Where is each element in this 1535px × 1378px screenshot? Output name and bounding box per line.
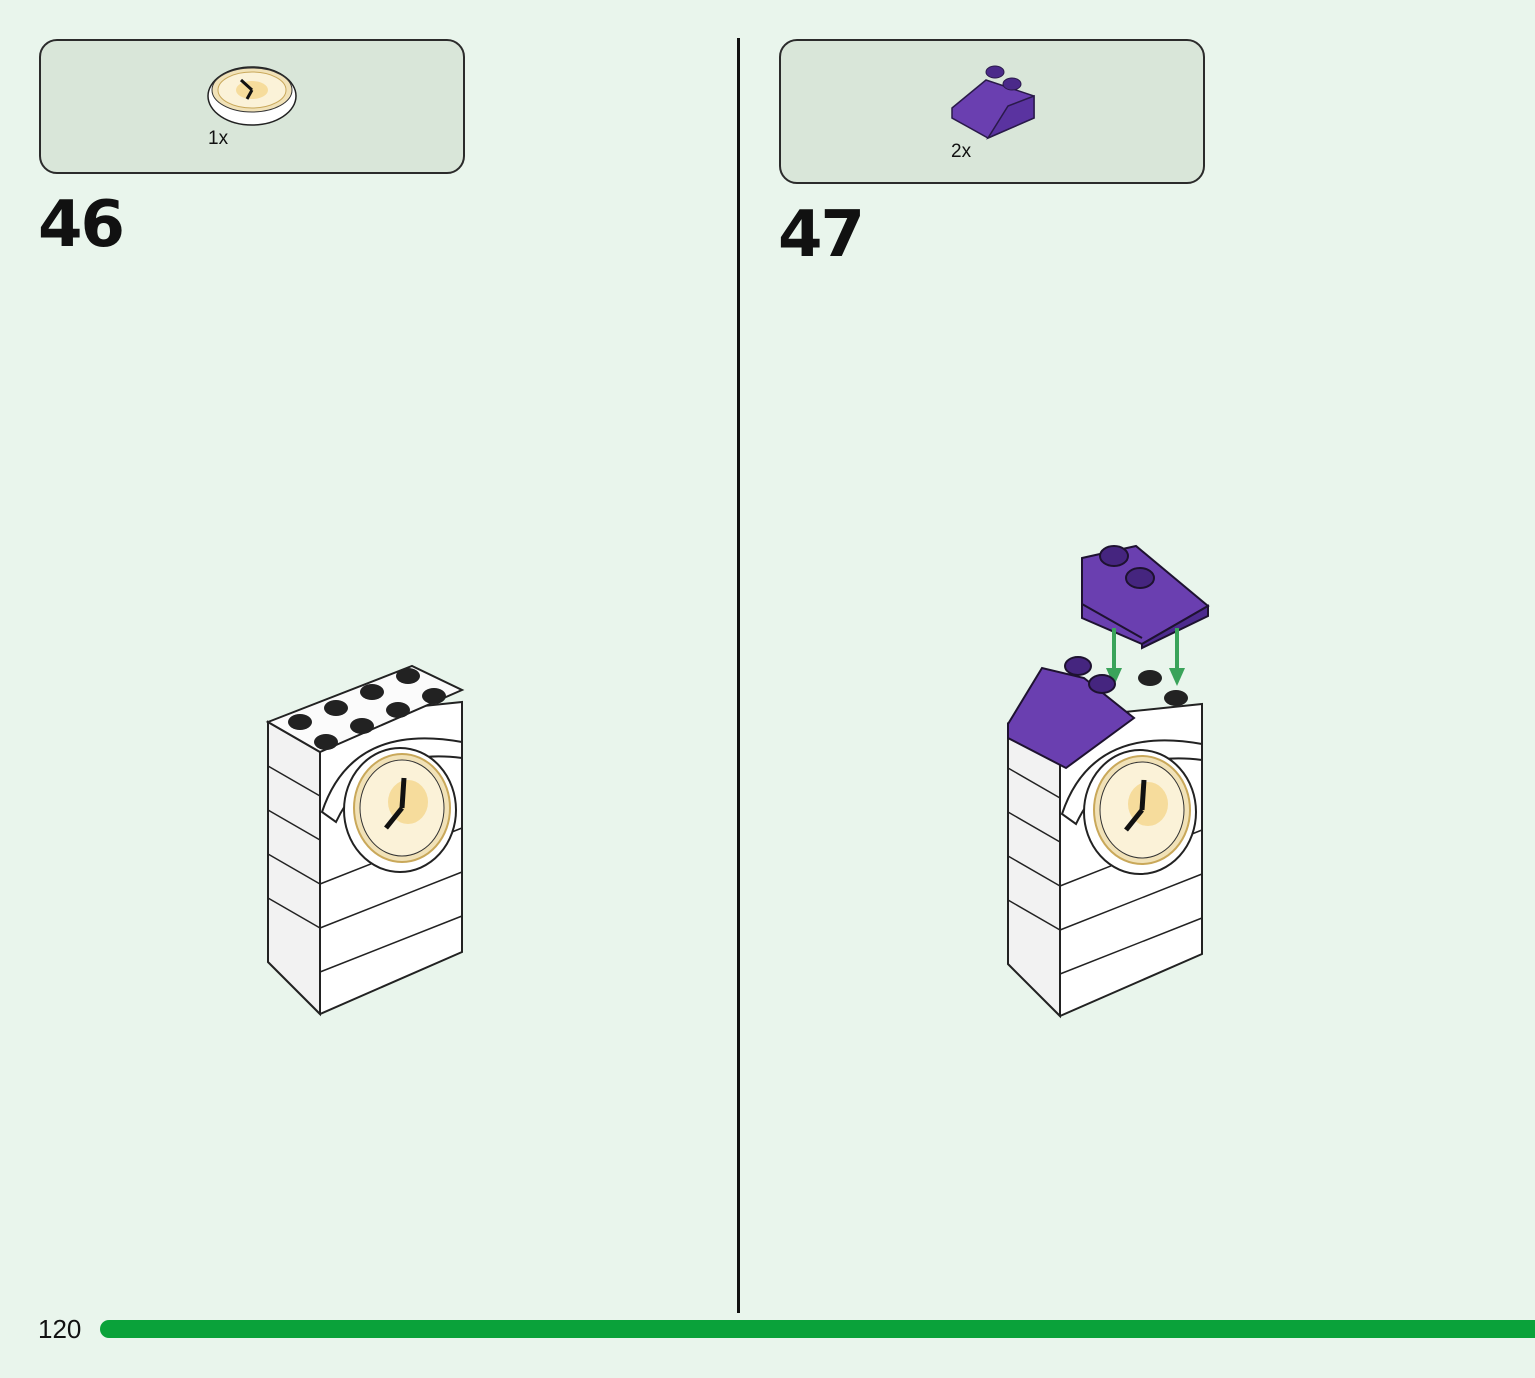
clock-tower-assembly-47 <box>1007 656 1203 1019</box>
part-quantity: 1x <box>208 128 229 149</box>
clock-tower-assembly-46 <box>265 664 465 1017</box>
part-quantity: 2x <box>951 141 972 162</box>
placement-arrow <box>1106 628 1122 686</box>
purple-slope-brick-icon <box>951 65 1035 140</box>
page-number: 120 <box>38 1314 82 1344</box>
step-number: 47 <box>778 198 865 272</box>
placement-arrow <box>1169 628 1185 686</box>
progress-fill <box>100 1320 1535 1338</box>
progress-bar <box>100 1320 1535 1338</box>
purple-slope-brick-falling <box>1081 544 1210 650</box>
step-number: 46 <box>38 188 125 262</box>
page-divider <box>737 38 740 1313</box>
clock-face-tile-icon <box>207 66 297 126</box>
